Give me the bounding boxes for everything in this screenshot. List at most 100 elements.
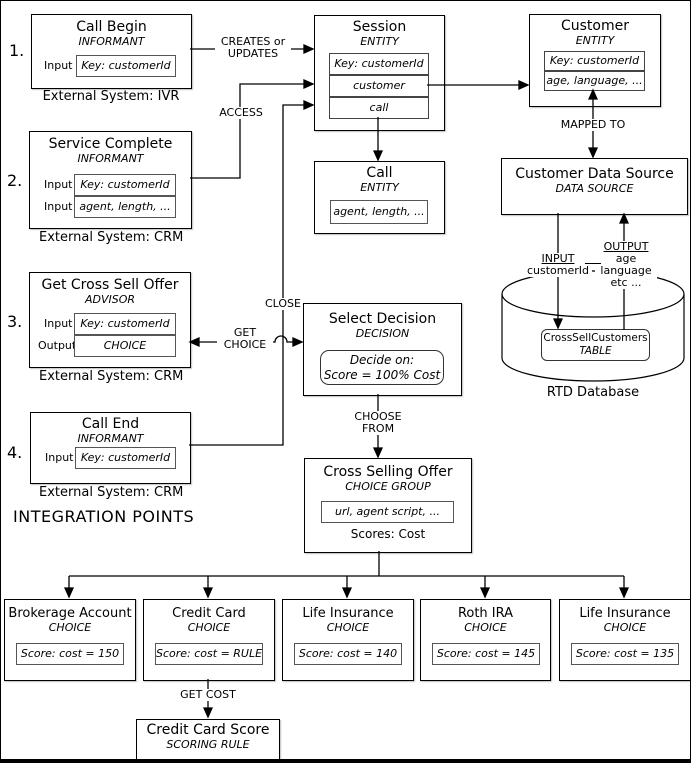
label-creates-or-updates: CREATES or UPDATES xyxy=(215,36,291,60)
table-name: CrossSellCustomers xyxy=(543,332,648,344)
arrowhead xyxy=(341,587,353,599)
arrowhead xyxy=(552,318,564,330)
label-mapped-to: MAPPED TO xyxy=(555,119,631,131)
choice-box-life-insurance-2: Life Insurance CHOICE Score: cost = 135 xyxy=(559,599,690,681)
box-title: Cross Selling Offer xyxy=(323,464,453,480)
label-get-choice: GET CHOICE xyxy=(217,327,273,351)
decision-criteria: Decide on: Score = 100% Cost xyxy=(320,350,444,385)
table-row: Key: customerId xyxy=(334,57,424,70)
arrowhead xyxy=(63,587,75,599)
choice-group-scores: Scores: Cost xyxy=(350,527,426,541)
label-input-group: INPUT customerId xyxy=(524,253,592,277)
box-type: ENTITY xyxy=(360,35,399,48)
choice-score: Score: cost = 145 xyxy=(432,643,540,665)
box-type: CHOICE xyxy=(326,621,370,634)
table-row: Key: customerId xyxy=(549,54,640,67)
io-row-label: Input xyxy=(44,178,73,191)
box-type: CHOICE xyxy=(48,621,92,634)
label-output-group: OUTPUT age language etc ... xyxy=(595,241,657,289)
box-title: Brokerage Account xyxy=(8,606,132,621)
label-output: OUTPUT xyxy=(603,240,649,253)
box-title: Life Insurance xyxy=(579,606,671,621)
io-row-label: Input xyxy=(45,451,74,464)
step-number-4: 4. xyxy=(7,443,23,462)
arrowhead xyxy=(372,447,384,459)
external-system-label: External System: CRM xyxy=(39,369,184,384)
rtd-database-label: RTD Database xyxy=(546,385,640,400)
box-title: Call xyxy=(366,165,393,181)
cross-selling-offer-choice-group-box: Cross Selling Offer CHOICE GROUP url, ag… xyxy=(304,458,472,553)
arrowhead xyxy=(188,336,200,348)
arrowhead xyxy=(202,587,214,599)
box-title: Life Insurance xyxy=(302,606,394,621)
step-number-1: 1. xyxy=(9,41,25,60)
external-system-label: External System: CRM xyxy=(39,485,184,500)
box-type: CHOICE xyxy=(187,621,231,634)
io-row-label: Output xyxy=(38,339,77,352)
arrowhead xyxy=(479,587,491,599)
arrowhead xyxy=(372,150,384,162)
customer-entity-box: Customer ENTITY Key: customerId age, lan… xyxy=(529,14,661,107)
label-get-cost: GET COST xyxy=(178,689,238,701)
box-type: ENTITY xyxy=(360,181,399,194)
io-row-value: Key: customerId xyxy=(74,313,176,335)
box-title: Call Begin xyxy=(76,19,147,35)
arrowhead xyxy=(618,212,630,224)
io-row-value: CHOICE xyxy=(74,335,176,357)
box-type: DATA SOURCE xyxy=(555,182,634,195)
connector-close xyxy=(189,99,315,446)
choice-box-roth-ira: Roth IRA CHOICE Score: cost = 145 xyxy=(420,599,551,681)
label-input-value: customerId xyxy=(526,264,590,277)
arrowhead xyxy=(303,99,315,111)
step-number-3: 3. xyxy=(7,312,23,331)
table-row: call xyxy=(330,96,428,118)
call-end-informant-box: Call End INFORMANT Input Key: customerId xyxy=(30,412,191,484)
label-line: UPDATES xyxy=(227,47,279,60)
credit-card-score-rule-box: Credit Card Score SCORING RULE xyxy=(136,719,280,759)
decision-criteria-line: Decide on: xyxy=(349,353,415,367)
customer-attribute-table: Key: customerId age, language, ... xyxy=(544,51,645,91)
choice-score: Score: cost = RULE xyxy=(155,643,263,665)
box-type: ADVISOR xyxy=(84,293,136,306)
box-type: INFORMANT xyxy=(77,152,144,165)
box-type: CHOICE GROUP xyxy=(345,480,431,493)
choice-score: Score: cost = 150 xyxy=(16,643,124,665)
cross-sell-customers-table: CrossSellCustomers TABLE xyxy=(541,329,650,361)
box-type: SCORING RULE xyxy=(166,738,250,751)
arrowhead xyxy=(518,79,530,91)
box-type: CHOICE xyxy=(464,621,507,634)
call-entity-box: Call ENTITY agent, length, ... xyxy=(314,161,445,234)
choice-group-attributes: url, agent script, ... xyxy=(321,501,454,523)
box-title: Credit Card xyxy=(172,606,246,621)
arrowhead xyxy=(303,43,315,55)
io-row-value: Key: customerId xyxy=(75,447,176,469)
box-title: Select Decision xyxy=(328,311,437,327)
io-row-value: Key: customerId xyxy=(76,55,176,77)
box-title: Service Complete xyxy=(48,136,173,152)
label-close: CLOSE xyxy=(263,297,303,310)
box-title: Customer xyxy=(560,18,629,34)
external-system-label: External System: IVR xyxy=(42,89,180,104)
arrowhead xyxy=(587,147,599,159)
box-type: CHOICE xyxy=(603,621,647,634)
choice-score: Score: cost = 140 xyxy=(294,643,402,665)
select-decision-box: Select Decision DECISION Decide on: Scor… xyxy=(303,303,462,396)
io-row-value: agent, length, ... xyxy=(74,196,176,218)
session-attribute-table: Key: customerId customer call xyxy=(329,53,429,119)
entity-attributes: agent, length, ... xyxy=(330,200,428,224)
box-title: Session xyxy=(352,19,407,35)
label-choose-from: CHOOSE FROM xyxy=(348,411,408,435)
io-row-label: Input xyxy=(44,317,73,330)
arrowhead xyxy=(303,78,315,90)
label-line: CREATES or xyxy=(220,35,286,48)
box-type: ENTITY xyxy=(575,34,615,47)
choice-box-life-insurance-1: Life Insurance CHOICE Score: cost = 140 xyxy=(282,599,414,681)
step-number-2: 2. xyxy=(7,171,23,190)
box-title: Roth IRA xyxy=(457,606,514,621)
call-begin-informant-box: Call Begin INFORMANT Input Key: customer… xyxy=(31,14,192,89)
label-line: FROM xyxy=(361,422,395,435)
box-type: INFORMANT xyxy=(77,432,144,445)
customer-data-source-box: Customer Data Source DATA SOURCE xyxy=(501,158,688,215)
table-type: TABLE xyxy=(579,345,612,357)
